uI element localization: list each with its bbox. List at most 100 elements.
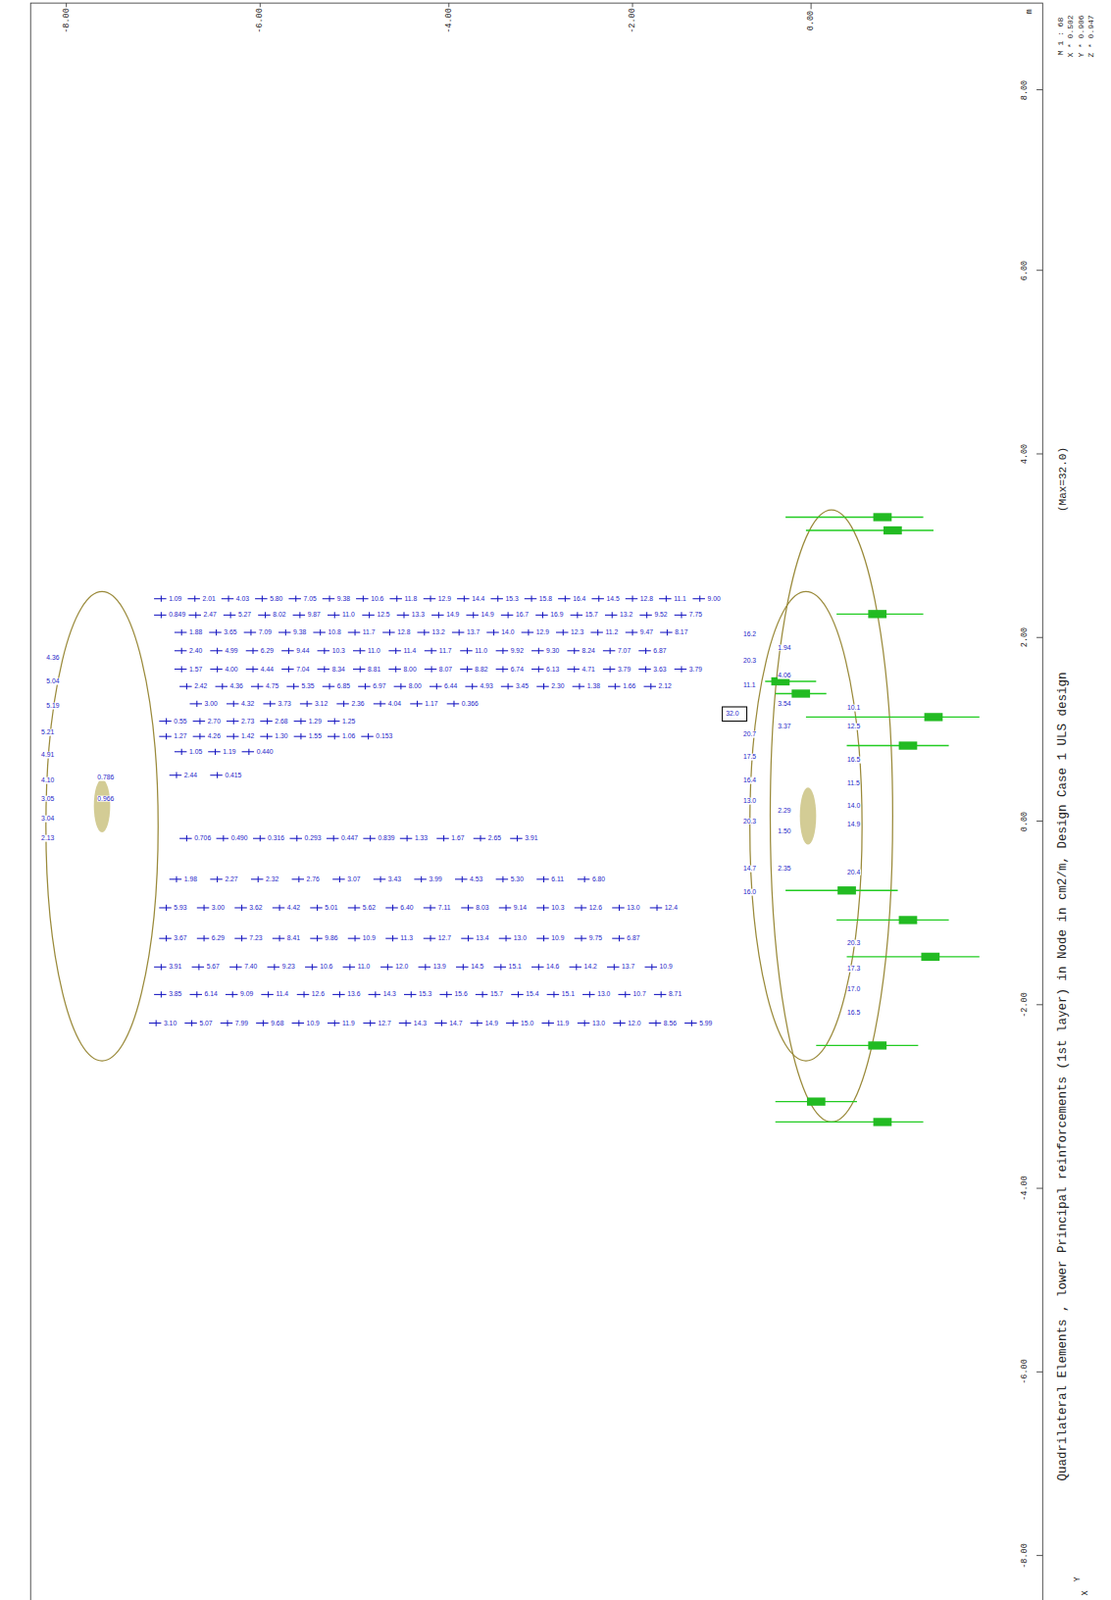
support-symbol: [899, 915, 918, 924]
value-label: 8.71: [667, 991, 682, 999]
value-label: 3.12: [313, 700, 328, 707]
value-label: 12.7: [437, 935, 452, 943]
axis-label: 0.00: [807, 9, 816, 31]
value-label: 11.1: [742, 682, 757, 690]
arrow-tick: [288, 648, 290, 655]
value-label: 11.0: [356, 963, 371, 971]
value-label: 10.1: [847, 705, 861, 712]
arrow-line: [505, 1022, 518, 1024]
value-label: 0.706: [194, 835, 212, 843]
value-label: 13.0: [597, 991, 611, 999]
arrow-line: [288, 598, 301, 600]
pile-outline: [770, 509, 894, 1122]
arrow-tick: [279, 905, 281, 911]
arrow-line: [536, 686, 549, 688]
value-label: 12.9: [437, 595, 452, 603]
arrow-line: [465, 614, 478, 616]
arrow-line: [460, 938, 473, 940]
value-label: 12.6: [310, 991, 325, 999]
arrow-tick: [645, 665, 647, 672]
arrow-tick: [186, 835, 188, 842]
arrow-tick: [222, 835, 224, 842]
value-label: 16.9: [550, 611, 564, 619]
value-label: 14.9: [446, 611, 460, 619]
arrow-tick: [395, 665, 397, 672]
arrow-tick: [196, 991, 198, 998]
arrow-line: [373, 878, 386, 880]
value-label: 9.14: [512, 905, 527, 912]
arrow-line: [541, 1022, 554, 1024]
arrow-line: [555, 632, 568, 634]
arrow-line: [292, 878, 304, 880]
arrow-line: [557, 598, 570, 600]
value-label: 2.27: [224, 875, 239, 883]
value-label: 12.8: [639, 595, 654, 603]
arrow-tick: [226, 1019, 228, 1026]
value-label: 1.19: [222, 748, 237, 756]
arrow-tick: [584, 876, 586, 883]
arrow-tick: [266, 717, 268, 724]
arrow-tick: [181, 749, 183, 756]
axis-tick: [1036, 1555, 1043, 1557]
arrow-tick: [467, 935, 469, 942]
arrow-line: [400, 838, 412, 840]
value-label: 5.99: [699, 1019, 713, 1027]
arrow-line: [153, 966, 166, 968]
arrow-tick: [472, 611, 474, 618]
axis-tick: [1036, 820, 1043, 822]
arrow-line: [603, 650, 615, 652]
arrow-line: [385, 938, 398, 940]
arrow-tick: [349, 963, 351, 970]
arrow-line: [501, 614, 513, 616]
value-label: 6.40: [400, 905, 414, 912]
value-label: 5.62: [361, 905, 376, 912]
arrow-line: [499, 907, 511, 909]
value-label: 2.35: [777, 865, 792, 873]
arrow-tick: [203, 935, 205, 942]
arrow-tick: [406, 835, 408, 842]
value-label: 6.29: [210, 935, 225, 943]
value-label: 3.07: [347, 875, 361, 883]
value-label: 10.7: [632, 991, 647, 999]
arrow-line: [368, 994, 381, 996]
opening-mark: [800, 787, 817, 845]
arrow-tick: [279, 935, 281, 942]
arrow-line: [293, 614, 305, 616]
arrow-tick: [203, 905, 205, 911]
arrow-line: [394, 686, 406, 688]
value-label: 5.27: [237, 611, 252, 619]
arrow-tick: [316, 905, 318, 911]
value-label: 11.4: [275, 991, 290, 999]
value-label: 13.4: [475, 935, 490, 943]
value-label: 1.42: [241, 733, 255, 741]
value-label: 0.447: [340, 835, 358, 843]
value-label: 16.7: [514, 611, 529, 619]
value-label: 11.9: [342, 1019, 356, 1027]
value-label: 4.26: [206, 733, 221, 741]
value-label: 11.1: [673, 595, 688, 603]
arrow-line: [473, 838, 486, 840]
arrow-tick: [480, 835, 482, 842]
support-symbol: [873, 1117, 893, 1126]
arrow-tick: [543, 683, 545, 690]
arrow-tick: [389, 629, 391, 636]
arrow-line: [566, 668, 579, 670]
value-label: 1.88: [188, 629, 202, 637]
arrow-line: [272, 938, 285, 940]
arrow-tick: [430, 905, 432, 911]
arrow-tick: [199, 733, 201, 740]
arrow-line: [361, 614, 374, 616]
support-line: [806, 716, 980, 718]
value-label: 20.3: [847, 940, 861, 948]
value-label: 10.3: [551, 905, 565, 912]
arrow-line: [362, 838, 375, 840]
plot-group: [30, 2, 1043, 1600]
max-box: [722, 707, 748, 722]
value-label: 12.7: [377, 1019, 392, 1027]
arrow-tick: [618, 905, 620, 911]
arrow-tick: [334, 611, 336, 618]
axis-label: -2.00: [1019, 992, 1029, 1019]
arrow-tick: [160, 596, 162, 603]
arrow-line: [399, 1022, 411, 1024]
arrow-tick: [395, 648, 397, 655]
